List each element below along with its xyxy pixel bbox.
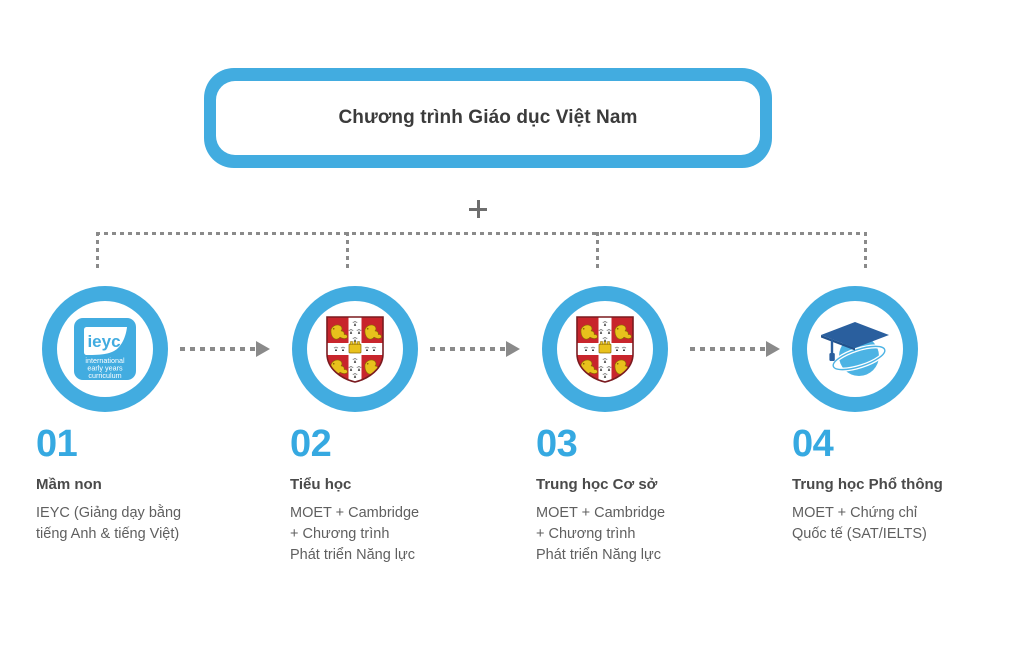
stage-circle-1: ieyc international early years curriculu… [42,286,168,412]
arrow-shaft [180,347,258,351]
stage-text-3: 03 Trung học Cơ sở MOET + Cambridge+ Chư… [536,425,665,566]
program-title-inner: Chương trình Giáo dục Việt Nam [216,81,760,155]
arrow-head [766,341,780,357]
plus-icon [468,199,488,219]
stage-circle-4 [792,286,918,412]
stage-heading: Mầm non [36,476,102,493]
graduation-cap-globe-icon [821,322,889,376]
stage-text-2: 02 Tiểu học MOET + Cambridge+ Chương trì… [290,425,419,566]
arrow-right-dashed-icon [430,341,526,357]
program-title-pill: Chương trình Giáo dục Việt Nam [204,68,772,168]
ieyc-logo-icon: ieyc international early years curriculu… [74,318,136,380]
stage-number: 03 [536,423,578,465]
arrow-right-dashed-icon [690,341,786,357]
page-title: Chương trình Giáo dục Việt Nam [338,107,638,128]
connector-drop-line-1 [96,232,99,272]
stage-number: 04 [792,423,834,465]
cambridge-shield-icon [576,316,634,383]
stage-heading: Trung học Phổ thông [792,476,943,493]
cambridge-shield-icon [326,316,384,383]
connector-drop-line-3 [596,232,599,272]
arrow-shaft [430,347,508,351]
stage-circle-2 [292,286,418,412]
svg-text:early years: early years [87,364,123,373]
arrow-head [256,341,270,357]
stage-number: 01 [36,423,78,465]
connector-horizontal-dotted-line [96,232,866,235]
stage-circle-3 [542,286,668,412]
stage-circle-2-inner [307,301,403,397]
svg-text:curriculum: curriculum [88,371,121,380]
arrow-right-dashed-icon [180,341,276,357]
svg-text:international: international [85,356,125,365]
stage-circle-4-inner [807,301,903,397]
stage-circle-3-inner [557,301,653,397]
stage-heading: Tiểu học [290,476,352,493]
stage-heading: Trung học Cơ sở [536,476,658,493]
stage-number: 02 [290,423,332,465]
arrow-shaft [690,347,768,351]
arrow-head [506,341,520,357]
stage-circle-1-inner: ieyc international early years curriculu… [57,301,153,397]
svg-text:ieyc: ieyc [87,332,120,351]
connector-drop-line-4 [864,232,867,272]
connector-drop-line-2 [346,232,349,272]
